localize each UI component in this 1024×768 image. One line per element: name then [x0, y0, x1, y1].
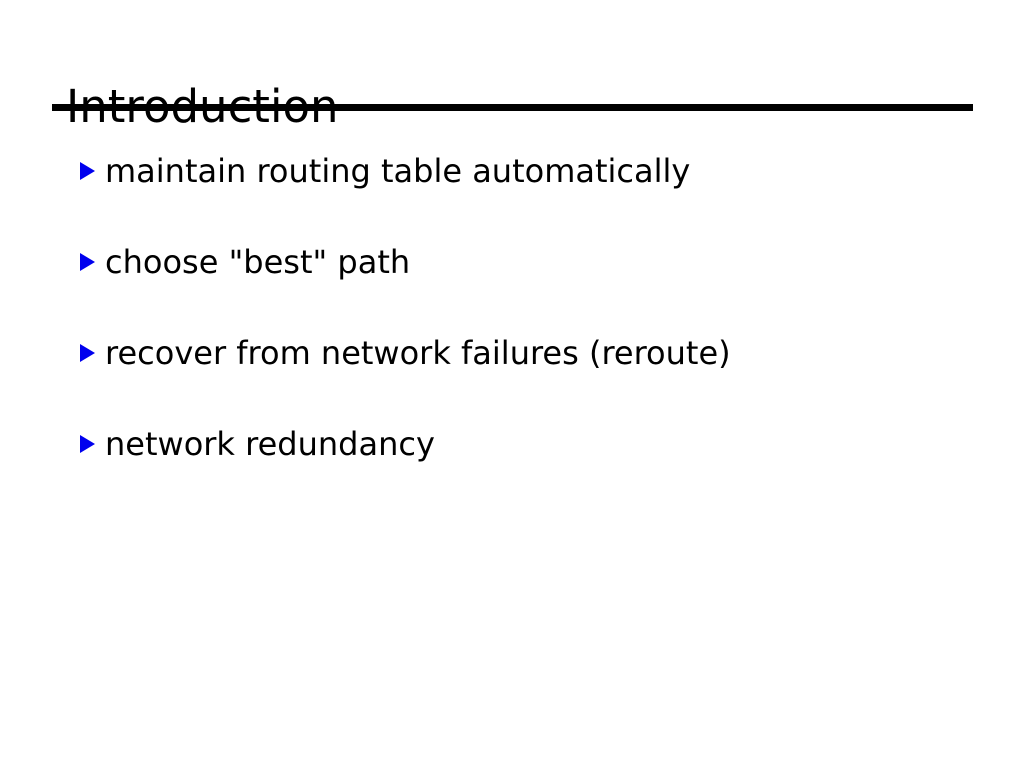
bullet-item: recover from network failures (reroute)	[80, 331, 731, 375]
bullet-text: maintain routing table automatically	[105, 152, 691, 190]
bullet-item: network redundancy	[80, 422, 435, 466]
triangle-bullet-icon	[80, 253, 95, 271]
bullet-item: choose "best" path	[80, 240, 410, 284]
triangle-bullet-icon	[80, 435, 95, 453]
bullet-text: network redundancy	[105, 425, 435, 463]
bullet-text: recover from network failures (reroute)	[105, 334, 731, 372]
bullet-item: maintain routing table automatically	[80, 149, 690, 193]
triangle-bullet-icon	[80, 344, 95, 362]
bullet-text: choose "best" path	[105, 243, 411, 281]
title-underline-rule	[52, 104, 973, 111]
triangle-bullet-icon	[80, 162, 95, 180]
